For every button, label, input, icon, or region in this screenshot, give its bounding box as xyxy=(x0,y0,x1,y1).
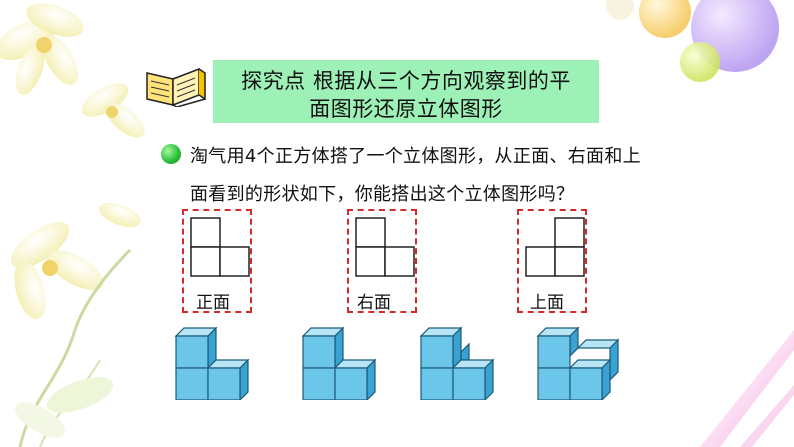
header-title-line1: 探究点 根据从三个方向观察到的平 xyxy=(241,69,571,93)
header-title-line2: 面图形还原立体图形 xyxy=(309,97,503,121)
front-view-label: 正面 xyxy=(196,293,230,313)
top-view-shape xyxy=(525,217,585,277)
front-view-shape xyxy=(190,217,250,277)
top-view-box xyxy=(517,209,587,313)
green-bullet-icon xyxy=(161,144,181,164)
flower-decoration xyxy=(0,3,145,447)
question-text-line1: 淘气用4个正方体搭了一个立体图形，从正面、右面和上 xyxy=(190,146,641,167)
streak-decoration xyxy=(700,330,794,447)
question-text-line2: 面看到的形状如下，你能搭出这个立体图形吗？ xyxy=(190,184,575,205)
right-view-shape xyxy=(355,217,415,277)
cube-solid-1[interactable] xyxy=(172,320,258,400)
open-book-icon xyxy=(146,67,206,107)
cube-solid-3[interactable] xyxy=(417,320,507,400)
top-view-label: 上面 xyxy=(530,293,564,313)
right-view-box xyxy=(347,209,417,313)
cube-solid-2[interactable] xyxy=(299,320,385,400)
front-view-box xyxy=(182,209,252,313)
right-view-label: 右面 xyxy=(357,293,391,313)
cube-solid-4[interactable] xyxy=(534,320,628,400)
bubble-decoration xyxy=(606,0,779,82)
section-header: 探究点 根据从三个方向观察到的平 面图形还原立体图形 xyxy=(213,60,599,123)
